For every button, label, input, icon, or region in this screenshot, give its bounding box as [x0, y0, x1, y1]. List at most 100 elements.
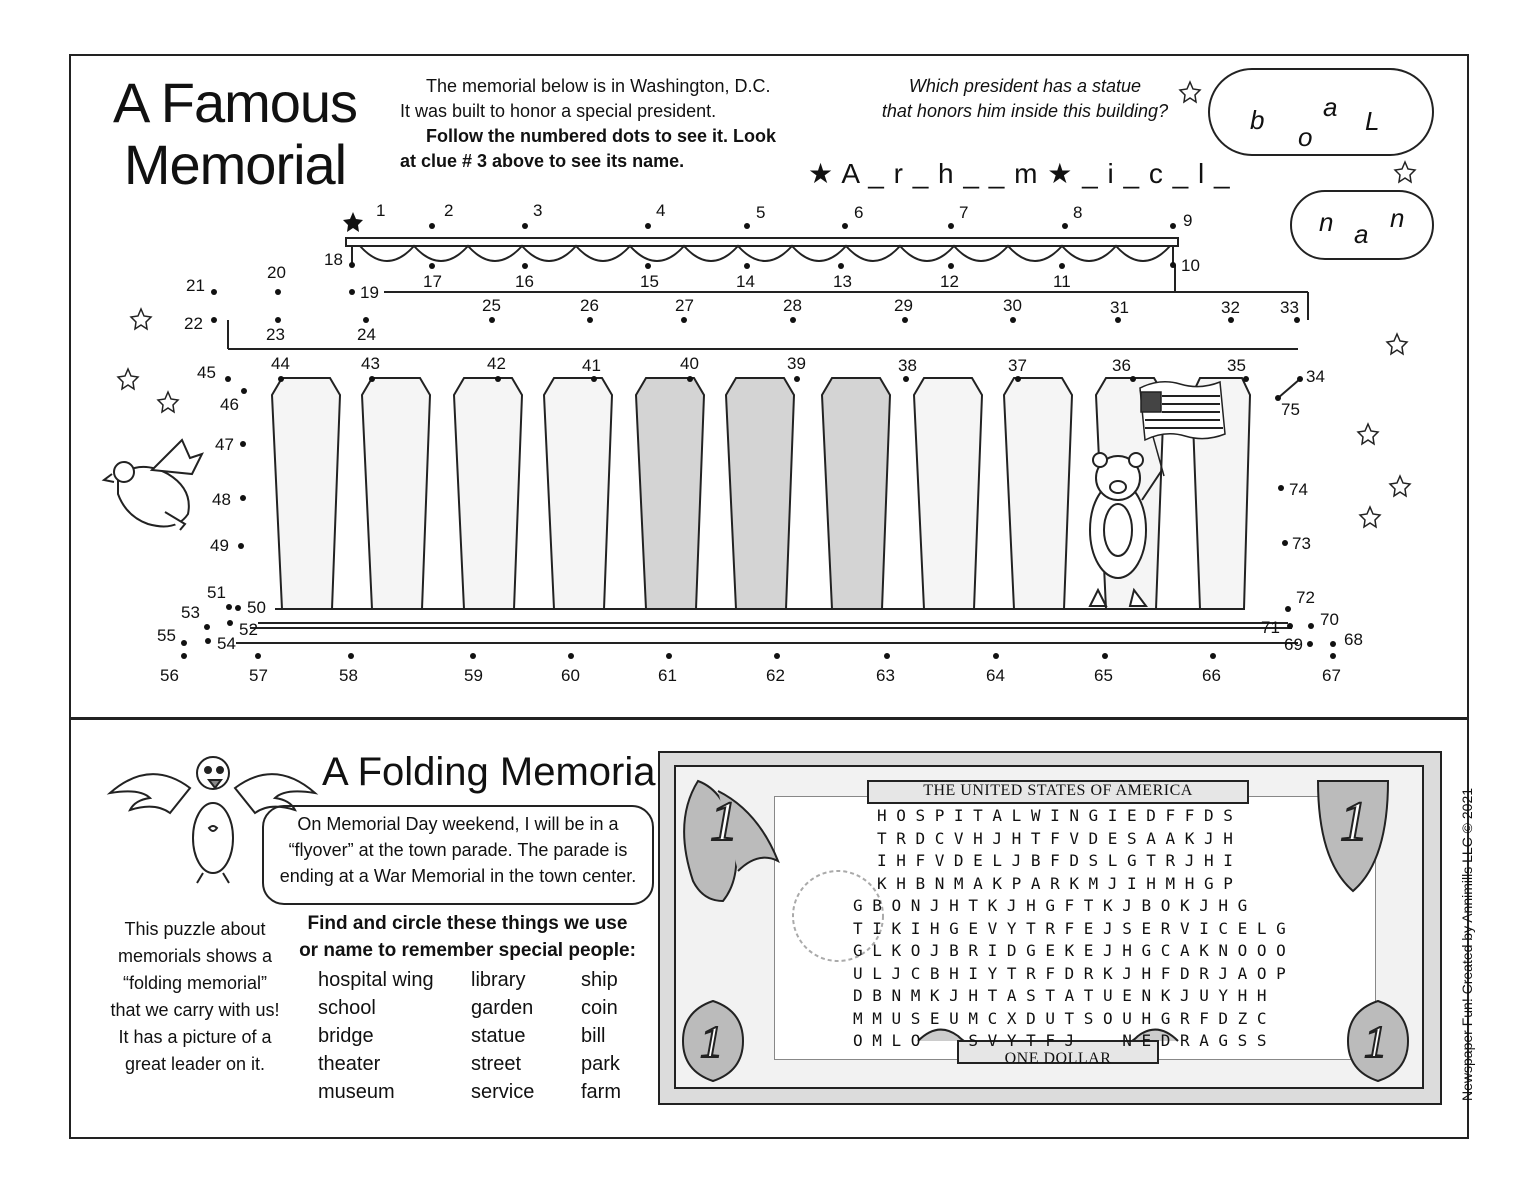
dot-number: 39 — [787, 354, 806, 373]
dot-number: 38 — [898, 356, 917, 375]
puzzle-line5: It has a picture of a — [118, 1027, 272, 1047]
flag-icon — [1139, 380, 1226, 477]
puzzle-description: This puzzle about memorials shows a “fol… — [95, 916, 295, 1078]
dot-number: 11 — [1053, 272, 1071, 291]
dot-number: 40 — [680, 354, 699, 373]
dot-number: 6 — [854, 203, 864, 222]
dot-number: 29 — [894, 296, 913, 315]
folding-title: A Folding Memorial — [322, 750, 665, 794]
intro-line1: The memorial below is in Washington, D.C… — [426, 76, 771, 96]
dot-number: 71 — [1261, 618, 1280, 637]
dot-number: 21 — [186, 276, 205, 295]
dot-number: 20 — [267, 263, 286, 282]
word: ship — [581, 969, 618, 991]
bottom-panel — [69, 717, 1469, 1139]
dot-number: 73 — [1292, 534, 1311, 553]
memorial-title-line2: Memorial — [123, 133, 347, 196]
word: bridge — [318, 1025, 374, 1047]
memorial-title-line1: A Famous — [112, 71, 358, 134]
word: service — [471, 1081, 535, 1103]
grid-row: GBONJHTKJHGFTKJBOKJHG — [853, 896, 1257, 915]
dot-number: 74 — [1289, 480, 1308, 499]
puzzle-line3: “folding memorial” — [122, 973, 268, 993]
puzzle-line2: memorials shows a — [117, 946, 273, 966]
start-star-icon — [343, 212, 363, 232]
dot-number: 25 — [482, 296, 501, 315]
speech-bubble: On Memorial Day weekend, I will be in a … — [262, 805, 654, 905]
letter-cloud-2 — [1290, 190, 1434, 260]
dot-number: 4 — [656, 201, 666, 220]
word: hospital wing — [318, 969, 434, 991]
word: statue — [471, 1025, 526, 1047]
dot-number: 54 — [217, 634, 236, 653]
dot-number: 23 — [266, 325, 285, 344]
dot-number: 31 — [1110, 298, 1129, 317]
find-instructions: Find and circle these things we use or n… — [290, 910, 645, 964]
letter-cloud-1 — [1208, 68, 1434, 156]
cloud-letter: n — [1390, 203, 1405, 233]
dot-number: 51 — [207, 583, 226, 602]
dot-number: 42 — [487, 354, 506, 373]
intro-line2: It was built to honor a special presiden… — [400, 101, 717, 121]
dot-number: 59 — [464, 666, 483, 685]
dot-number: 35 — [1227, 356, 1246, 375]
question-text: Which president has a statue that honors… — [860, 74, 1190, 124]
dot-number: 5 — [756, 203, 766, 222]
dot-number: 49 — [210, 536, 229, 555]
dot-number: 63 — [876, 666, 895, 685]
dot-number: 46 — [220, 395, 239, 414]
dot-number: 32 — [1221, 298, 1240, 317]
dot-number: 50 — [247, 598, 266, 617]
cloud-letter: L — [1365, 106, 1380, 136]
dot-number: 33 — [1280, 298, 1299, 317]
dot-number: 61 — [658, 666, 677, 685]
word: coin — [581, 997, 618, 1019]
word-row: theater street park — [318, 1050, 639, 1078]
word: theater — [318, 1053, 381, 1075]
bill-ornaments — [681, 779, 1410, 1083]
word: park — [581, 1053, 620, 1075]
grid-row: TIKIHGEVYTRFEJSERVICELG — [853, 918, 1296, 938]
dot-number: 15 — [640, 272, 659, 291]
top-panel — [69, 54, 1469, 720]
puzzle-line1: This puzzle about — [124, 919, 266, 939]
dot-number: 64 — [986, 666, 1005, 685]
word-row: hospital wing library ship — [318, 966, 639, 994]
dot-number: 7 — [959, 203, 969, 222]
bill-top-banner: THE UNITED STATES OF AMERICA — [923, 782, 1193, 799]
grid-row: OMLO SVYTFJ NEDRAGSS — [853, 1031, 1277, 1050]
dot-number: 22 — [184, 314, 203, 333]
speech-line3: ending at a War Memorial in the town cen… — [279, 866, 637, 886]
dot-number: 30 — [1003, 296, 1022, 315]
dot-number: 62 — [766, 666, 785, 685]
word-row: museum service farm — [318, 1078, 639, 1106]
dot-number: 27 — [675, 296, 694, 315]
bill-bottom-banner: ONE DOLLAR — [1004, 1050, 1112, 1067]
grid-row: MMUSEUMCXDUTSOUHGRFDZC — [853, 1008, 1277, 1028]
dot-number: 8 — [1073, 203, 1083, 222]
dot-number: 75 — [1281, 400, 1300, 419]
bill-numeral-bl: 1 — [699, 1015, 724, 1068]
dot-number: 70 — [1320, 610, 1339, 629]
dot-number: 28 — [783, 296, 802, 315]
cloud-letter: a — [1323, 92, 1338, 122]
grid-row: DBNMKJHTASTATUENKJUYHH — [853, 986, 1277, 1005]
cloud-letter: n — [1319, 207, 1334, 237]
bear-icon — [1088, 452, 1163, 607]
dot-number: 13 — [833, 272, 852, 291]
answer-part2: _ i _ c _ l _ — [1082, 158, 1231, 189]
dot-number: 53 — [181, 603, 200, 622]
dot-number: 48 — [212, 490, 231, 509]
memorial-drawing — [101, 80, 1417, 659]
word-search-grid: HOSPITALWINGIEDFFDS TRDCVHJHTFVDESAAKJH … — [853, 805, 1295, 1053]
dot-number: 19 — [360, 283, 379, 302]
memorial-title: A Famous Memorial — [90, 72, 380, 196]
intro-bold2: at clue # 3 above to see its name. — [400, 151, 685, 171]
intro-bold1: Follow the numbered dots to see it. Look — [426, 126, 777, 146]
dot-number: 55 — [157, 626, 176, 645]
find-line1: Find and circle these things we use — [307, 913, 628, 934]
star-icon: ★ — [808, 158, 835, 189]
find-line2: or name to remember special people: — [299, 940, 636, 961]
answer-part1: A _ r _ h _ _ m — [841, 158, 1039, 189]
dot-number: 36 — [1112, 356, 1131, 375]
